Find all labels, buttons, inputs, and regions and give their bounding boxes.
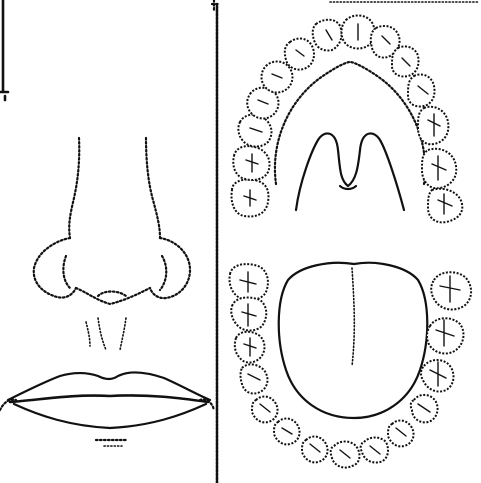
upper-tooth-11 <box>408 74 435 106</box>
lower-tooth-13 <box>427 318 463 353</box>
upper-dental-arch <box>232 16 463 223</box>
lower-tooth-4 <box>241 364 268 393</box>
lower-tooth-14 <box>431 272 471 309</box>
upper-tooth-14 <box>428 189 462 223</box>
nose-drawing <box>34 138 190 350</box>
lips-drawing <box>0 372 214 446</box>
upper-tooth-5 <box>262 62 293 93</box>
upper-tooth-12 <box>418 107 448 145</box>
lower-tooth-12 <box>421 360 453 392</box>
lower-tooth-7 <box>302 437 328 463</box>
upper-tooth-6 <box>285 39 314 70</box>
upper-tooth-7 <box>313 20 342 51</box>
upper-tooth-3 <box>238 115 271 147</box>
lower-tooth-10 <box>388 421 414 447</box>
left-border <box>0 0 8 100</box>
upper-tooth-13 <box>422 149 456 189</box>
lower-dental-arch <box>229 263 471 468</box>
upper-tooth-4 <box>247 88 278 119</box>
panel-divider <box>212 0 478 483</box>
lower-tooth-5 <box>252 397 278 423</box>
